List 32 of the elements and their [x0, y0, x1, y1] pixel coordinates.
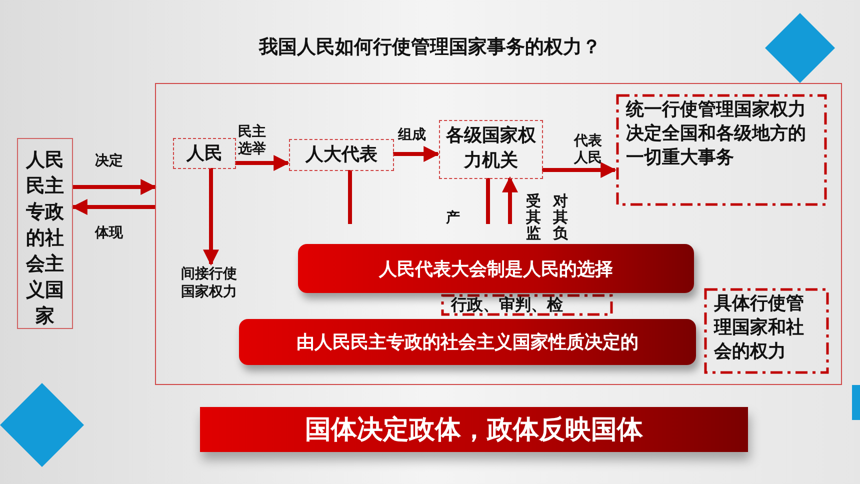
box-text: 统一行使管理国家权力: [626, 98, 807, 122]
edge-label: 受其监: [526, 193, 542, 241]
edge-label: 体现: [95, 225, 123, 242]
box-text: 决定全国和各级地方的一切重大事务: [626, 122, 807, 170]
note-text: 间接行使国家权力: [181, 265, 245, 305]
side-note: 对其负: [553, 193, 569, 241]
box-text: 具体行使管理国家和社会的权力: [714, 292, 805, 364]
state-box: 人民民主专政的社会主义国家: [17, 138, 73, 329]
arrow: [542, 162, 617, 178]
edge-label: 组成: [398, 127, 426, 144]
arrow: [203, 168, 219, 266]
arrow: [502, 176, 518, 224]
arrow: [73, 179, 157, 195]
dashed-box: [441, 294, 613, 316]
banner: 国体决定政体，政体反映国体: [200, 407, 748, 452]
banner: 人民代表大会制是人民的选择: [298, 244, 694, 293]
dotted-box: 各级国家权力机关: [439, 120, 543, 179]
box-text: 行政、审判、检: [451, 294, 564, 315]
title: 我国人民如何行使管理国家事务的权力？: [259, 36, 601, 58]
edge-label: 产: [446, 210, 460, 227]
banner: 由人民民主专政的社会主义国家性质决定的: [239, 319, 696, 365]
dashed-box: [704, 288, 829, 374]
arrow: [393, 146, 440, 162]
edge-label: 代表人民: [574, 133, 603, 167]
arrow: [235, 155, 290, 171]
dotted-box: 人大代表: [289, 139, 394, 171]
edge-label: 决定: [95, 153, 123, 170]
dotted-box: 人民: [173, 138, 236, 169]
frame-box: [155, 83, 842, 385]
arrow: [71, 199, 155, 215]
edge-label: 民主选举: [238, 124, 267, 158]
dashed-box: [616, 94, 827, 206]
